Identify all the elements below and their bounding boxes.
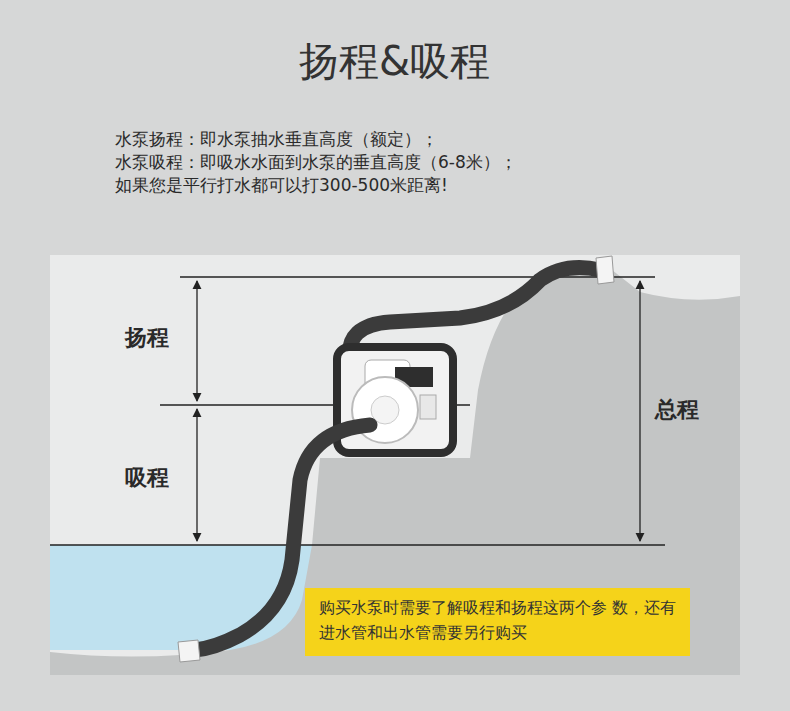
- hose-nozzle: [596, 256, 614, 284]
- note-box: 购买水泵时需要了解吸程和扬程这两个参 数，还有进水管和出水管需要另行购买: [305, 588, 690, 656]
- strainer: [178, 640, 200, 662]
- description-line: 水泵吸程：即吸水水面到水泵的垂直高度（6-8米）；: [115, 151, 517, 174]
- dimension-label: 扬程: [125, 323, 169, 353]
- suction-arrow: [196, 409, 197, 541]
- pump-frame: [337, 347, 453, 453]
- head-arrow: [196, 281, 197, 401]
- note-box-fill: [305, 588, 690, 656]
- pump-port: [420, 395, 436, 419]
- description-line: 水泵扬程：即水泵抽水垂直高度（额定）；: [115, 128, 438, 151]
- note-text: 购买水泵时需要了解吸程和扬程这两个参 数，还有进水管和出水管需要另行购买: [319, 596, 680, 646]
- description-line: 如果您是平行打水都可以打300-500米距离!: [115, 174, 448, 197]
- mountain: [50, 266, 740, 675]
- water-level-line: [50, 544, 665, 546]
- panel: [50, 255, 740, 675]
- dimension-label: 总程: [655, 395, 699, 425]
- dimension-label: 吸程: [125, 463, 169, 493]
- title: 扬程&吸程: [299, 34, 490, 89]
- total-arrow: [639, 281, 640, 541]
- top-level-line: [180, 276, 655, 278]
